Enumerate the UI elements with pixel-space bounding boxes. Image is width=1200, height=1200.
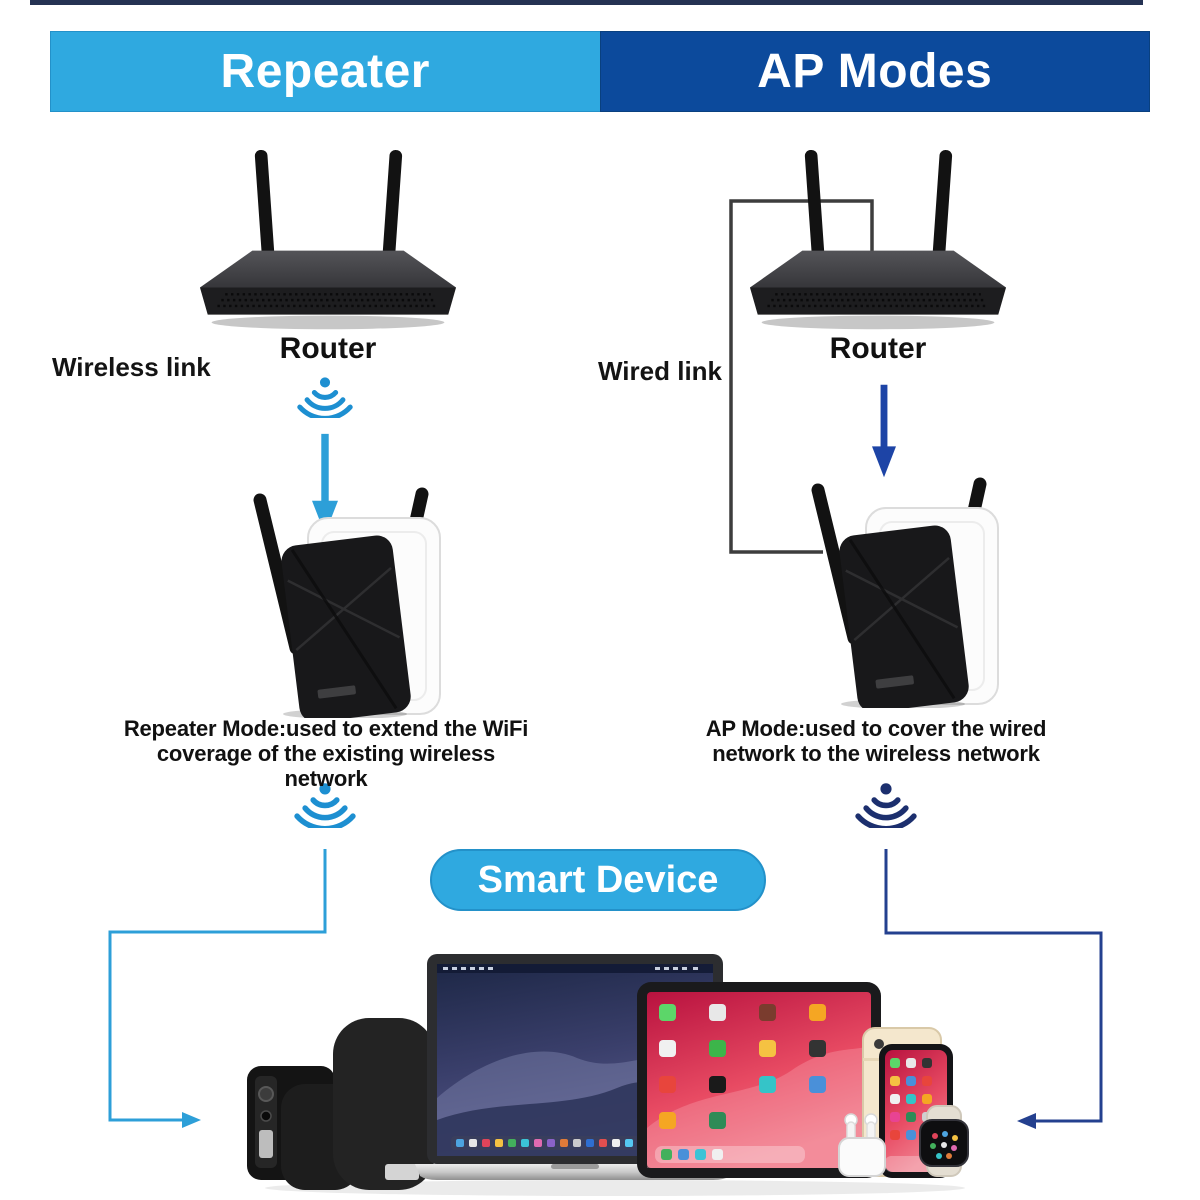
repeater-header: Repeater: [50, 31, 600, 112]
caption-line: network to the wireless network: [712, 741, 1040, 766]
repeater-mode-caption: Repeater Mode:used to extend the WiFi co…: [120, 716, 532, 791]
smart-device-badge: Smart Device: [430, 849, 766, 911]
repeater-device-graphic: [253, 487, 441, 718]
smart-speaker-graphic: [333, 1018, 435, 1190]
router-graphic: [749, 149, 1007, 330]
ap-mode-caption: AP Mode:used to cover the wired network …: [668, 716, 1084, 766]
wired-link-label: Wired link: [598, 356, 723, 386]
router-label: Router: [829, 332, 927, 365]
caption-line: AP Mode:used to cover the wired: [705, 716, 1047, 741]
arrow-right-icon: [182, 1112, 201, 1128]
router-graphic: [199, 149, 457, 330]
wifi-icon: [297, 377, 353, 418]
router-label: Router: [279, 332, 377, 365]
ap-connector-line: [884, 849, 1103, 1129]
mode-headers: Repeater AP Modes: [50, 31, 1150, 112]
wireless-link-label: Wireless link: [52, 352, 211, 382]
smart-watch-graphic: [919, 1105, 969, 1177]
wired-link-line: [729, 199, 874, 554]
caption-line: coverage of the existing wireless networ…: [156, 741, 496, 791]
top-accent-bar: [30, 0, 1143, 5]
repeater-connector-line: [108, 849, 327, 1128]
ap-modes-header: AP Modes: [599, 31, 1150, 112]
caption-line: Repeater Mode:used to extend the WiFi: [123, 716, 529, 741]
arrow-left-icon: [1017, 1113, 1036, 1129]
wifi-icon: [294, 783, 356, 828]
wifi-icon: [855, 783, 917, 828]
earbuds-graphic: [838, 1113, 886, 1177]
repeater-device-graphic: [811, 477, 999, 708]
down-arrow-icon: [872, 384, 896, 478]
tablet-graphic: [637, 982, 881, 1178]
smart-device-cluster: [247, 954, 969, 1196]
